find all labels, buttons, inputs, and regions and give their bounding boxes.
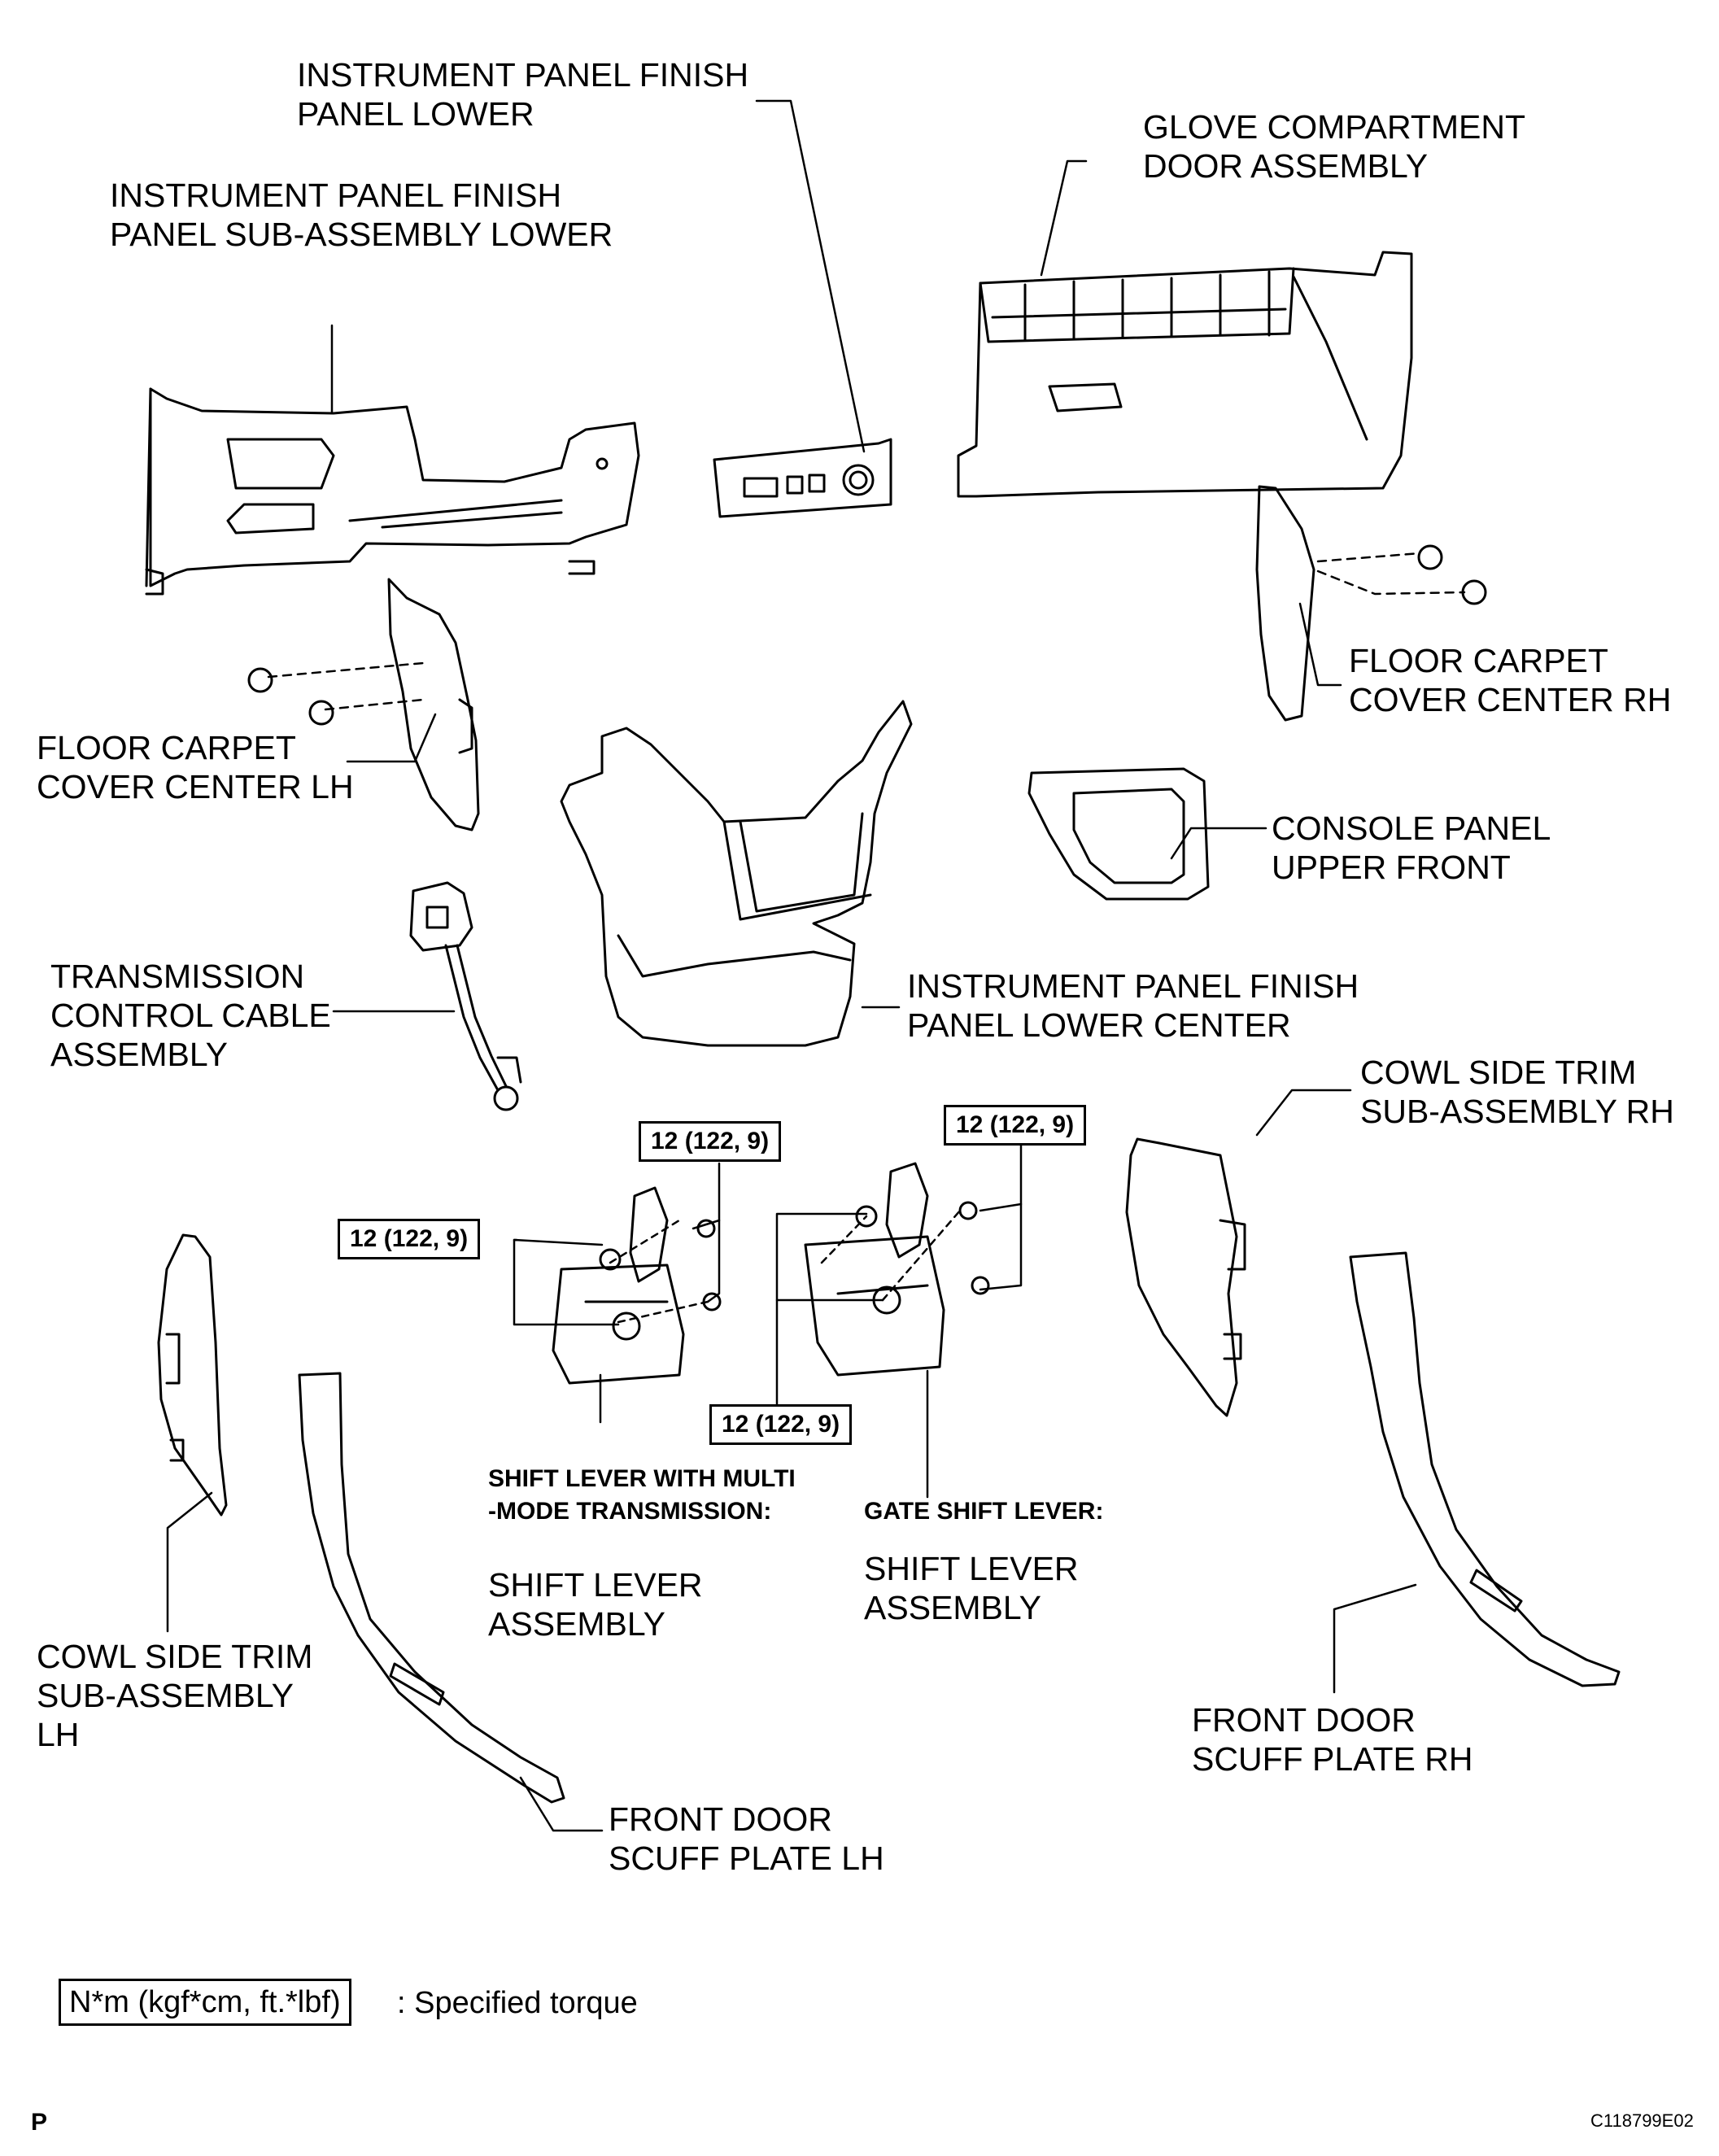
leader-ip-finish-lower (755, 99, 866, 453)
shift-lever-multi-mode-part (552, 1186, 722, 1385)
floor-carpet-cover-rh-part (1255, 485, 1487, 722)
console-panel-part (1027, 767, 1210, 901)
ip-finish-panel-sub-lower-part (145, 387, 640, 596)
cowl-side-trim-rh-part (1125, 1137, 1246, 1417)
label-ip-finish-panel-sub-lower: INSTRUMENT PANEL FINISH PANEL SUB-ASSEMB… (110, 177, 613, 253)
leader-front-door-scuff-rh (1333, 1583, 1417, 1694)
leader-glove-compartment (1040, 159, 1088, 277)
ip-finish-panel-lower-part (713, 438, 892, 518)
label-floor-carpet-rh: FLOOR CARPET COVER CENTER RH (1349, 642, 1672, 718)
label-front-door-scuff-lh: FRONT DOOR SCUFF PLATE LH (609, 1800, 884, 1877)
torque-spec-box: 12 (122, 9) (338, 1219, 481, 1259)
floor-carpet-cover-lh-part (247, 578, 480, 831)
label-floor-carpet-lh: FLOOR CARPET COVER CENTER LH (37, 729, 354, 805)
leader-cowl-side-rh (1255, 1089, 1352, 1137)
glove-compartment-part (957, 251, 1413, 498)
torque-spec-box: 12 (122, 9) (709, 1404, 853, 1445)
label-shift-multi-mode: SHIFT LEVER WITH MULTI -MODE TRANSMISSIO… (488, 1465, 796, 1525)
gate-shift-lever-part (804, 1162, 990, 1377)
label-glove-compartment: GLOVE COMPARTMENT DOOR ASSEMBLY (1143, 108, 1526, 185)
torque-spec-box: 12 (122, 9) (639, 1121, 782, 1162)
leader-front-door-scuff-lh (519, 1776, 604, 1832)
page-section-letter: P (31, 2109, 48, 2136)
label-ip-finish-panel-lower: INSTRUMENT PANEL FINISH PANEL LOWER (297, 56, 749, 133)
legend-torque-unit-box: N*m (kgf*cm, ft.*lbf) (59, 1979, 351, 2026)
transmission-cable-part (409, 881, 522, 1111)
label-shift-assembly-multi: SHIFT LEVER ASSEMBLY (488, 1566, 703, 1643)
leader-console-panel (1170, 827, 1267, 860)
leader-floor-carpet-lh (346, 713, 437, 763)
label-cowl-side-rh: COWL SIDE TRIM SUB-ASSEMBLY RH (1360, 1054, 1674, 1130)
ip-finish-lower-center-part (560, 700, 913, 1047)
cowl-side-trim-lh-part (157, 1233, 228, 1517)
illustration-code: C118799E02 (1590, 2110, 1694, 2131)
leader-cowl-side-lh (166, 1491, 213, 1633)
front-door-scuff-rh-part (1349, 1251, 1621, 1687)
label-transmission-cable: TRANSMISSION CONTROL CABLE ASSEMBLY (50, 958, 331, 1073)
label-cowl-side-lh: COWL SIDE TRIM SUB-ASSEMBLY LH (37, 1638, 313, 1753)
leader-floor-carpet-rh (1298, 602, 1342, 687)
label-gate-shift: GATE SHIFT LEVER: (864, 1498, 1104, 1525)
legend-torque-description: : Specified torque (397, 1986, 638, 2020)
label-console-panel: CONSOLE PANEL UPPER FRONT (1272, 810, 1551, 886)
torque-spec-box: 12 (122, 9) (944, 1105, 1087, 1146)
label-front-door-scuff-rh: FRONT DOOR SCUFF PLATE RH (1192, 1701, 1473, 1778)
label-ip-finish-lower-center: INSTRUMENT PANEL FINISH PANEL LOWER CENT… (907, 967, 1359, 1044)
front-door-scuff-lh-part (298, 1372, 565, 1804)
leader-lines (166, 99, 1466, 1832)
label-shift-assembly-gate: SHIFT LEVER ASSEMBLY (864, 1550, 1079, 1626)
